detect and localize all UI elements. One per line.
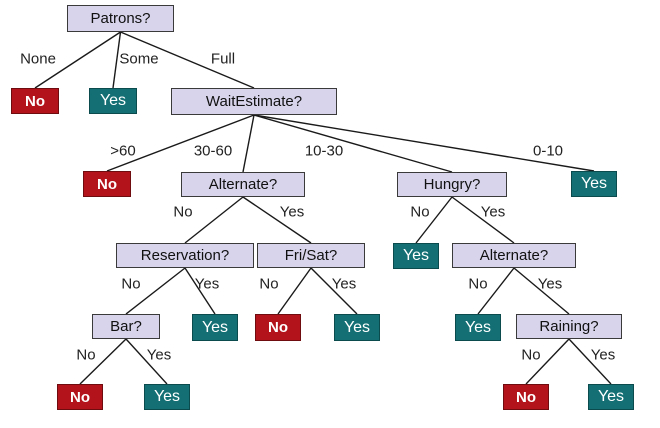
node-reservation: Reservation?: [116, 243, 254, 268]
leaf-yes-raining: Yes: [588, 384, 634, 410]
edge-label-alt1-no: No: [173, 203, 193, 221]
tree-edge: [125, 338, 168, 385]
tree-edge: [568, 338, 612, 385]
edge-label-30-60: 30-60: [193, 142, 233, 160]
tree-edge: [242, 114, 255, 173]
node-bar: Bar?: [92, 314, 160, 339]
edge-label-rain-yes: Yes: [590, 346, 616, 364]
edge-label-rain-no: No: [521, 346, 541, 364]
edge-label-none: None: [20, 50, 56, 68]
tree-edge: [277, 267, 312, 315]
leaf-yes-alternate-no: Yes: [455, 314, 501, 341]
edge-label-bar-no: No: [76, 346, 96, 364]
tree-edge: [79, 338, 127, 385]
leaf-no-fri-sat: No: [255, 314, 301, 341]
leaf-yes-reservation: Yes: [192, 314, 238, 341]
edge-label-frisat-yes: Yes: [331, 275, 357, 293]
tree-edge: [253, 114, 595, 172]
tree-edge: [120, 31, 255, 89]
tree-edge: [125, 267, 186, 315]
edge-label-alt2-no: No: [468, 275, 488, 293]
tree-edge: [242, 196, 312, 244]
node-alternate: Alternate?: [181, 172, 305, 197]
node-hungry: Hungry?: [397, 172, 507, 197]
tree-edge: [477, 267, 515, 315]
leaf-no-none: No: [11, 88, 59, 114]
tree-edge: [513, 267, 570, 315]
edge-label-bar-yes: Yes: [146, 346, 172, 364]
edge-label-hungry-no: No: [410, 203, 430, 221]
leaf-yes-hungry-no: Yes: [393, 243, 439, 269]
edge-label-hungry-yes: Yes: [480, 203, 506, 221]
tree-edge: [451, 196, 515, 244]
node-raining: Raining?: [516, 314, 622, 339]
node-alternate-2: Alternate?: [452, 243, 576, 268]
leaf-yes-bar: Yes: [144, 384, 190, 410]
edge-label-over-60: >60: [110, 142, 136, 160]
tree-edge: [310, 267, 358, 315]
node-fri-sat: Fri/Sat?: [257, 243, 365, 268]
tree-edge: [106, 114, 255, 172]
node-patrons: Patrons?: [67, 5, 174, 32]
tree-edge: [112, 31, 122, 89]
edge-label-10-30: 10-30: [304, 142, 344, 160]
tree-edge: [253, 114, 453, 173]
edge-label-frisat-no: No: [259, 275, 279, 293]
tree-edge: [184, 267, 216, 315]
leaf-no-bar: No: [57, 384, 103, 410]
edge-label-alt2-yes: Yes: [537, 275, 563, 293]
tree-edge: [34, 31, 121, 89]
tree-edge: [525, 338, 570, 385]
edge-label-res-no: No: [121, 275, 141, 293]
leaf-yes-0-10: Yes: [571, 171, 617, 197]
edge-label-full: Full: [210, 50, 236, 68]
leaf-no-raining: No: [503, 384, 549, 410]
leaf-yes-fri-sat: Yes: [334, 314, 380, 341]
node-wait-estimate: WaitEstimate?: [171, 88, 337, 115]
leaf-yes-some: Yes: [89, 88, 137, 114]
leaf-no-over-60: No: [83, 171, 131, 197]
tree-edge: [184, 196, 244, 244]
edge-label-alt1-yes: Yes: [279, 203, 305, 221]
edge-label-some: Some: [119, 50, 159, 68]
edge-label-0-10: 0-10: [532, 142, 564, 160]
edge-label-res-yes: Yes: [194, 275, 220, 293]
tree-edge: [415, 196, 453, 244]
